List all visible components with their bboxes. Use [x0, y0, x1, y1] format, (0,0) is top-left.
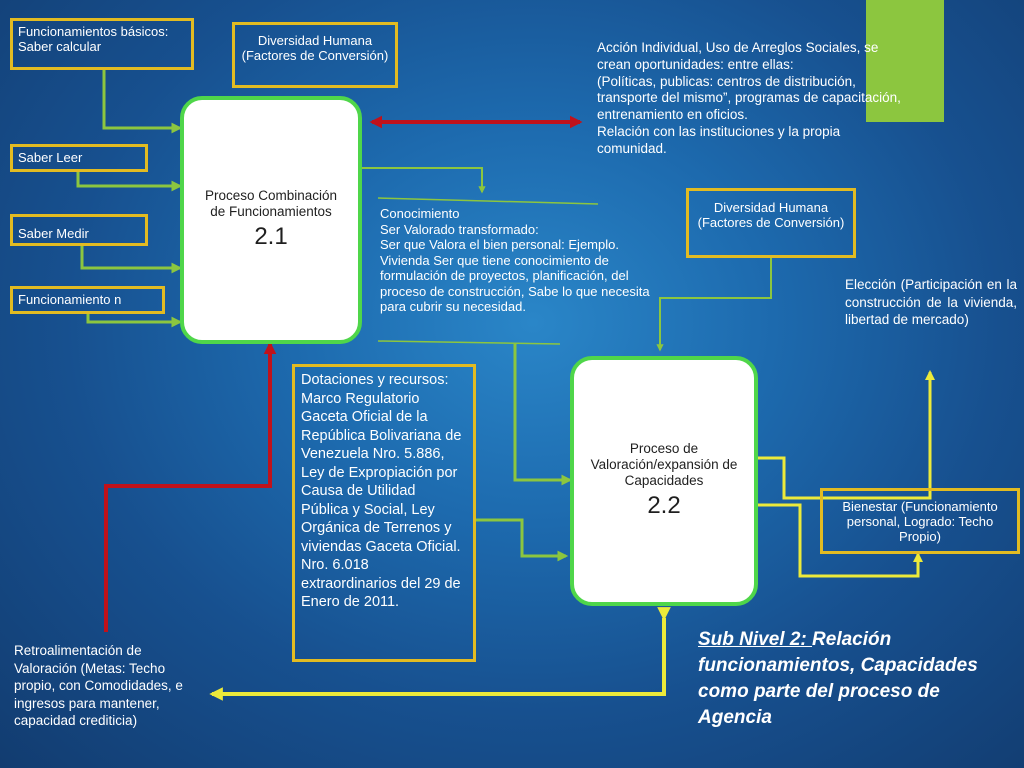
- arrow-saber-medir-to-process1: [80, 246, 183, 274]
- process-2-2-number: 2.2: [647, 492, 681, 519]
- process-2-1: Proceso Combinación de Funcionamientos 2…: [180, 96, 362, 344]
- accion-individual-line3: Relación con las instituciones y la prop…: [597, 123, 841, 156]
- diagram-caption: Sub Nivel 2: Relación funcionamientos, C…: [698, 627, 1008, 731]
- arrow-feedback-to-process1: [104, 341, 277, 632]
- box-bienestar-text: Bienestar (Funcionamiento personal, Logr…: [842, 499, 998, 544]
- arrow-saber-leer-to-process1: [76, 172, 183, 192]
- accion-individual-line1: Acción Individual, Uso de Arreglos Socia…: [597, 40, 879, 72]
- conocimiento-line3: Ser que Valora el bien personal: Ejemplo…: [380, 237, 650, 314]
- retroalimentacion-text: Retroalimentación de Valoración (Metas: …: [14, 643, 183, 728]
- arrow-diversidad-to-process2: [656, 258, 772, 352]
- process-2-1-label: Proceso Combinación de Funcionamientos: [204, 188, 338, 219]
- box-saber-medir-text: Saber Medir: [18, 226, 89, 241]
- accion-individual-line2: (Políticas, publicas: centros de distrib…: [597, 73, 901, 123]
- accion-individual-text: Acción Individual, Uso de Arreglos Socia…: [597, 40, 912, 158]
- process-2-2-label: Proceso de Valoración/expansión de Capac…: [590, 441, 738, 488]
- box-funcionamientos-basicos: Funcionamientos básicos: Saber calcular: [10, 18, 194, 70]
- box-dotaciones-recursos: Dotaciones y recursos: Marco Regulatorio…: [292, 364, 476, 662]
- conocimiento-line2: Ser Valorado transformado:: [380, 221, 539, 237]
- conocimiento-underline-top: [377, 197, 599, 205]
- box-funcionamiento-n: Funcionamiento n: [10, 286, 165, 314]
- conocimiento-line1: Conocimiento: [380, 206, 460, 221]
- eleccion-text: Elección (Participación en la construcci…: [845, 277, 1017, 327]
- arrow-process1-to-conocimiento: [362, 167, 486, 194]
- arrow-process2-to-bienestar: [758, 503, 924, 578]
- box-saber-leer-text: Saber Leer: [18, 150, 83, 165]
- caption-rest: Relación funcionamientos, Capacidades co…: [698, 629, 978, 728]
- box-dotaciones-recursos-text: Dotaciones y recursos: Marco Regulatorio…: [301, 372, 462, 610]
- box-diversidad-humana-top-text: Diversidad Humana (Factores de Conversió…: [241, 33, 389, 63]
- corner-accent-bar: [866, 0, 944, 122]
- arrow-conocimiento-to-process2: [513, 344, 573, 486]
- process-2-1-number: 2.1: [254, 223, 288, 250]
- box-diversidad-humana-top: Diversidad Humana (Factores de Conversió…: [232, 22, 398, 88]
- box-diversidad-humana-right: Diversidad Humana (Factores de Conversió…: [686, 188, 856, 258]
- box-funcionamientos-basicos-text: Funcionamientos básicos: Saber calcular: [18, 24, 169, 54]
- arrow-funcionamientos-basicos-to-process1: [102, 70, 183, 134]
- arrow-dotaciones-to-process2: [474, 518, 569, 562]
- conocimiento-text: Conocimiento Ser Valorado transformado: …: [380, 206, 652, 315]
- conocimiento-underline-bottom: [377, 340, 561, 345]
- arrow-funcionamiento-n-to-process1: [86, 314, 183, 328]
- box-saber-leer: Saber Leer: [10, 144, 148, 172]
- arrow-process2-to-eleccion: [758, 369, 936, 500]
- box-funcionamiento-n-text: Funcionamiento n: [18, 292, 122, 307]
- process-2-2: Proceso de Valoración/expansión de Capac…: [570, 356, 758, 606]
- box-bienestar: Bienestar (Funcionamiento personal, Logr…: [820, 488, 1020, 554]
- arrow-process2-to-retroalimentacion: [209, 607, 671, 701]
- caption-underlined-part: Sub Nivel 2:: [698, 629, 813, 650]
- box-saber-medir: Saber Medir: [10, 214, 148, 246]
- box-diversidad-humana-right-text: Diversidad Humana (Factores de Conversió…: [697, 200, 845, 230]
